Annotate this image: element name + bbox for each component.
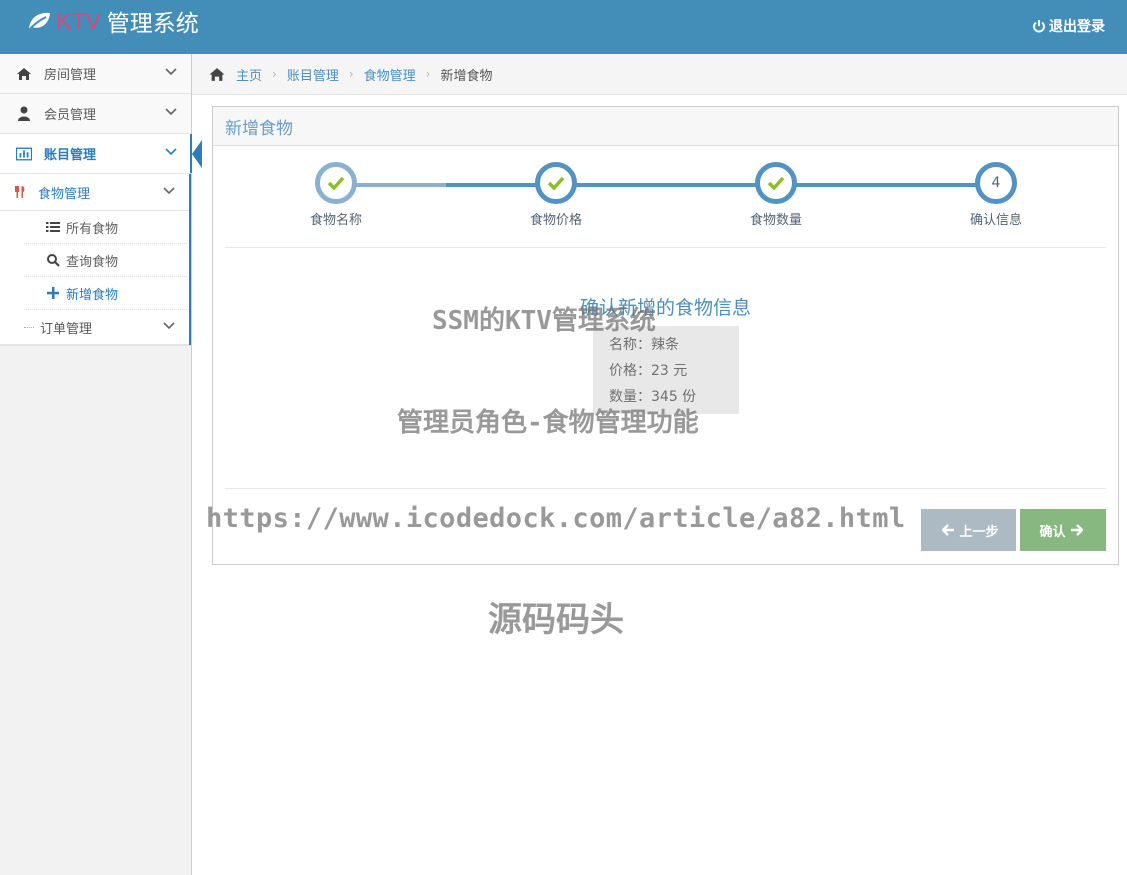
- sidebar-item-label: 食物管理: [38, 186, 91, 202]
- chevron-right-icon: ›: [425, 67, 431, 81]
- brand-logo[interactable]: KTV 管理系统: [26, 6, 199, 37]
- brand-title: 管理系统: [106, 11, 199, 37]
- home-icon: [208, 67, 226, 82]
- brand-ktv: KTV: [56, 7, 101, 34]
- food-quantity: 数量：345 份: [609, 389, 697, 405]
- food-price: 价格：23 元: [609, 363, 688, 379]
- panel-title: 新增食物: [213, 107, 1118, 146]
- chevron-right-icon: ›: [348, 67, 354, 81]
- sidebar-item-add-food[interactable]: 新增食物: [24, 277, 189, 310]
- breadcrumb-home-link[interactable]: 主页: [236, 68, 263, 84]
- chevron-right-icon: ›: [272, 67, 277, 81]
- sidebar-menu: 房间管理 会员管理 账目管理 食物管理: [0, 54, 202, 346]
- wizard-steps: 食物名称 食物价格 食物数量 4 确认信息: [213, 162, 1118, 232]
- watermark-url: https://www.icodedock.com/article/a82.ht…: [206, 503, 906, 534]
- home-icon: [16, 66, 32, 82]
- step-label: 食物名称: [309, 213, 362, 228]
- step-label: 食物价格: [529, 213, 582, 228]
- chevron-down-icon: [163, 322, 175, 330]
- sidebar: 房间管理 会员管理 账目管理 食物管理: [0, 54, 202, 875]
- sidebar-item-label: 所有食物: [66, 221, 119, 237]
- list-icon: [46, 221, 60, 233]
- active-pointer: [192, 140, 202, 168]
- sidebar-item-label: 房间管理: [44, 68, 97, 83]
- confirm-button[interactable]: 确认: [1020, 509, 1106, 551]
- prev-step-label: 上一步: [959, 524, 999, 540]
- breadcrumb-current: 新增食物: [440, 68, 493, 84]
- prev-step-button[interactable]: 上一步: [921, 509, 1016, 551]
- step-4[interactable]: 4 确认信息: [936, 162, 1056, 228]
- divider: [225, 488, 1106, 489]
- watermark-subtitle: 管理员角色-食物管理功能: [397, 408, 699, 438]
- watermark-brand: 源码码头: [488, 600, 624, 640]
- logout-label: 退出登录: [1049, 19, 1105, 35]
- step-1[interactable]: 食物名称: [276, 162, 396, 228]
- logout-button[interactable]: 退出登录: [1032, 16, 1105, 36]
- sidebar-item-rooms[interactable]: 房间管理: [0, 54, 191, 94]
- step-2[interactable]: 食物价格: [496, 162, 616, 228]
- step-label: 食物数量: [749, 213, 802, 228]
- add-food-panel: 新增食物 食物名称 食物价格 食物数量 4 确认信息 确认新增的食物信息: [212, 106, 1119, 565]
- step-circle: 4: [975, 162, 1017, 204]
- tree-dash: [24, 326, 34, 328]
- sidebar-item-label: 查询食物: [66, 254, 119, 270]
- breadcrumb: 主页 › 账目管理 › 食物管理 › 新增食物: [192, 54, 1127, 95]
- sidebar-item-food[interactable]: 食物管理: [0, 174, 189, 211]
- step-label: 确认信息: [969, 213, 1022, 228]
- power-icon: [1033, 20, 1045, 33]
- chevron-down-icon: [165, 68, 177, 76]
- check-icon: [767, 176, 785, 190]
- food-name: 名称：辣条: [609, 337, 679, 353]
- breadcrumb-accounts-link[interactable]: 账目管理: [286, 68, 339, 84]
- top-navbar: KTV 管理系统 退出登录: [0, 0, 1127, 54]
- breadcrumb-food-link[interactable]: 食物管理: [363, 68, 416, 84]
- confirm-label: 确认: [1039, 524, 1066, 540]
- sidebar-item-label: 会员管理: [44, 108, 97, 123]
- check-icon: [327, 176, 345, 190]
- arrow-right-icon: [1070, 524, 1083, 536]
- chevron-down-icon: [165, 148, 177, 156]
- sidebar-item-all-food[interactable]: 所有食物: [24, 211, 189, 244]
- food-info-box: 名称：辣条 价格：23 元 数量：345 份: [593, 326, 739, 414]
- sidebar-item-members[interactable]: 会员管理: [0, 94, 191, 134]
- sidebar-item-label: 账目管理: [44, 148, 97, 163]
- user-icon: [16, 106, 32, 122]
- search-icon: [46, 253, 60, 267]
- divider: [225, 247, 1106, 248]
- chevron-down-icon: [165, 108, 177, 116]
- sidebar-item-label: 订单管理: [40, 321, 93, 337]
- accounts-submenu: 食物管理 所有食物 查询食物 新增食物: [0, 174, 191, 345]
- wizard-actions: 上一步 确认: [921, 509, 1106, 551]
- sidebar-item-search-food[interactable]: 查询食物: [24, 244, 189, 277]
- check-icon: [547, 176, 565, 190]
- step-circle: [755, 162, 797, 204]
- sidebar-item-label: 新增食物: [66, 287, 119, 303]
- step-circle: [535, 162, 577, 204]
- step-circle: [315, 162, 357, 204]
- bar-chart-icon: [16, 146, 32, 162]
- step-3[interactable]: 食物数量: [716, 162, 836, 228]
- cutlery-icon: [14, 185, 26, 199]
- sidebar-item-orders[interactable]: 订单管理: [0, 310, 189, 345]
- sidebar-item-accounts[interactable]: 账目管理: [0, 134, 202, 174]
- step-line: [336, 183, 446, 187]
- chevron-down-icon: [163, 187, 175, 195]
- watermark-title: SSM的KTV管理系统: [432, 306, 656, 336]
- plus-icon: [46, 287, 60, 299]
- step-line: [446, 183, 996, 187]
- arrow-left-icon: [942, 524, 955, 536]
- confirm-title: 确认新增的食物信息: [579, 297, 751, 319]
- leaf-icon: [27, 12, 50, 32]
